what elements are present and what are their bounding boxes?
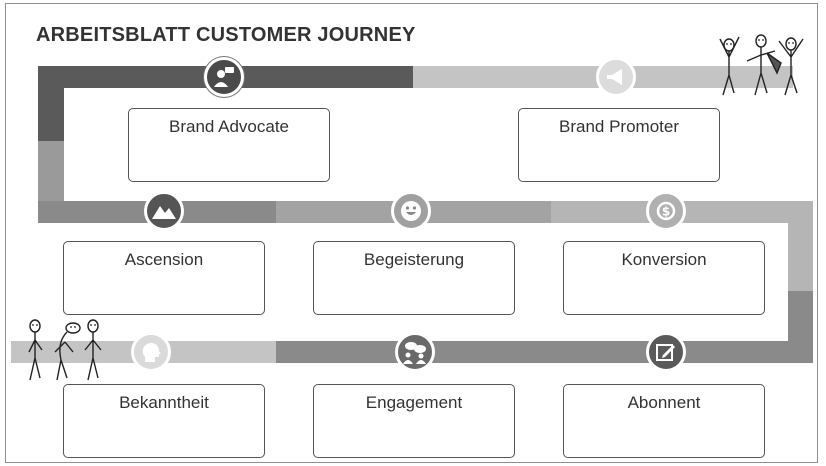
stage-konversion: Konversion — [563, 241, 765, 315]
megaphone-icon — [596, 57, 636, 97]
stage-brand-advocate: Brand Advocate — [128, 108, 330, 182]
stage-label: Engagement — [365, 393, 463, 412]
dollar-refresh-icon: $ — [646, 191, 686, 231]
mountains-icon — [144, 191, 184, 231]
stage-abonnent: Abonnent — [563, 384, 765, 458]
stage-label: Ascension — [124, 250, 204, 269]
svg-text:$: $ — [662, 205, 670, 219]
people-chat-icon — [395, 332, 435, 372]
stage-label: Brand Promoter — [559, 117, 679, 136]
stage-begeisterung: Begeisterung — [313, 241, 515, 315]
page-title: ARBEITSBLATT CUSTOMER JOURNEY — [36, 24, 416, 46]
stage-label: Bekanntheit — [119, 393, 209, 412]
stage-engagement: Engagement — [313, 384, 515, 458]
curious-figures-illustration — [28, 319, 102, 381]
worksheet-frame: ARBEITSBLATT CUSTOMER JOURNEY $ Brand Ad… — [5, 3, 818, 463]
stage-label: Brand Advocate — [168, 117, 290, 136]
celebrating-figures-illustration — [719, 34, 804, 96]
stage-brand-promoter: Brand Promoter — [518, 108, 720, 182]
head-idea-icon — [131, 332, 171, 372]
stage-label: Begeisterung — [363, 250, 465, 269]
stage-label: Abonnent — [627, 393, 701, 412]
stage-label: Konversion — [621, 250, 707, 269]
stage-ascension: Ascension — [63, 241, 265, 315]
smiley-icon — [391, 191, 431, 231]
stage-bekanntheit: Bekanntheit — [63, 384, 265, 458]
advocate-speech-icon — [204, 57, 244, 97]
edit-icon — [646, 332, 686, 372]
